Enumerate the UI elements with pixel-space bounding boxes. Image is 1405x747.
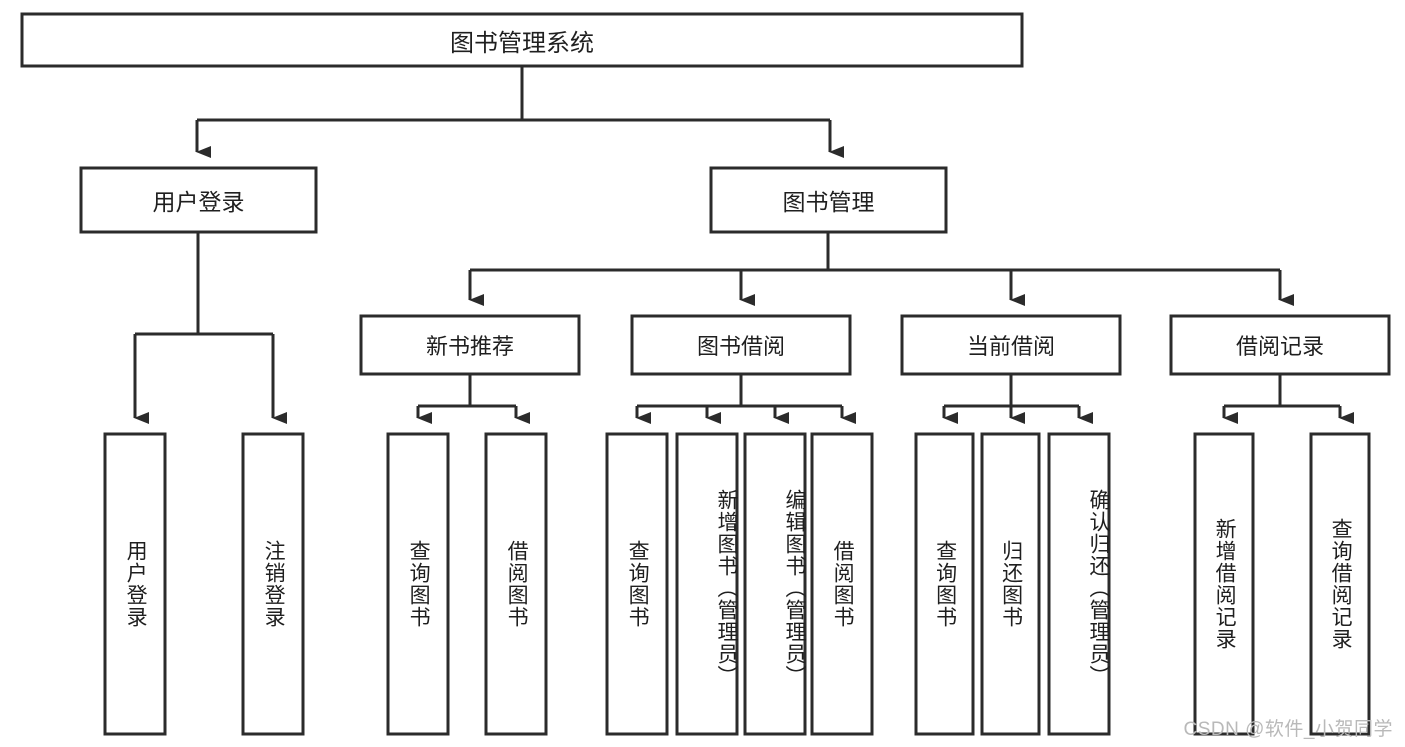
node-current-borrow[interactable] xyxy=(900,314,1122,376)
leaf-box-add-book-admin[interactable] xyxy=(675,432,739,736)
node-book-borrow-box[interactable] xyxy=(630,314,852,376)
leaf-box-query-books-current[interactable] xyxy=(914,432,975,736)
leaf-box-confirm-return-admin[interactable] xyxy=(1047,432,1111,736)
node-root[interactable] xyxy=(20,12,1024,68)
node-book-manage[interactable] xyxy=(709,166,948,234)
leaf-box-borrow-books-new[interactable] xyxy=(484,432,548,736)
leaf-box-query-borrow-record[interactable] xyxy=(1309,432,1371,736)
node-user-login-box[interactable] xyxy=(79,166,318,234)
node-borrow-records-box[interactable] xyxy=(1169,314,1391,376)
leaf-box-logout[interactable] xyxy=(241,432,305,736)
node-book-borrow[interactable] xyxy=(630,314,852,376)
node-book-manage-box[interactable] xyxy=(709,166,948,234)
node-borrow-records[interactable] xyxy=(1169,314,1391,376)
node-new-book-recommend-box[interactable] xyxy=(359,314,581,376)
leaf-box-borrow-books[interactable] xyxy=(810,432,874,736)
node-new-book-recommend[interactable] xyxy=(359,314,581,376)
leaf-box-user-login[interactable] xyxy=(103,432,167,736)
node-root-box[interactable] xyxy=(20,12,1024,68)
leaf-box-query-books-new[interactable] xyxy=(386,432,450,736)
leaf-box-query-books-borrow[interactable] xyxy=(605,432,669,736)
leaf-box-return-books[interactable] xyxy=(980,432,1041,736)
node-current-borrow-box[interactable] xyxy=(900,314,1122,376)
leaf-box-edit-book-admin[interactable] xyxy=(743,432,807,736)
node-user-login[interactable] xyxy=(79,166,318,234)
leaf-box-add-borrow-record[interactable] xyxy=(1193,432,1255,736)
